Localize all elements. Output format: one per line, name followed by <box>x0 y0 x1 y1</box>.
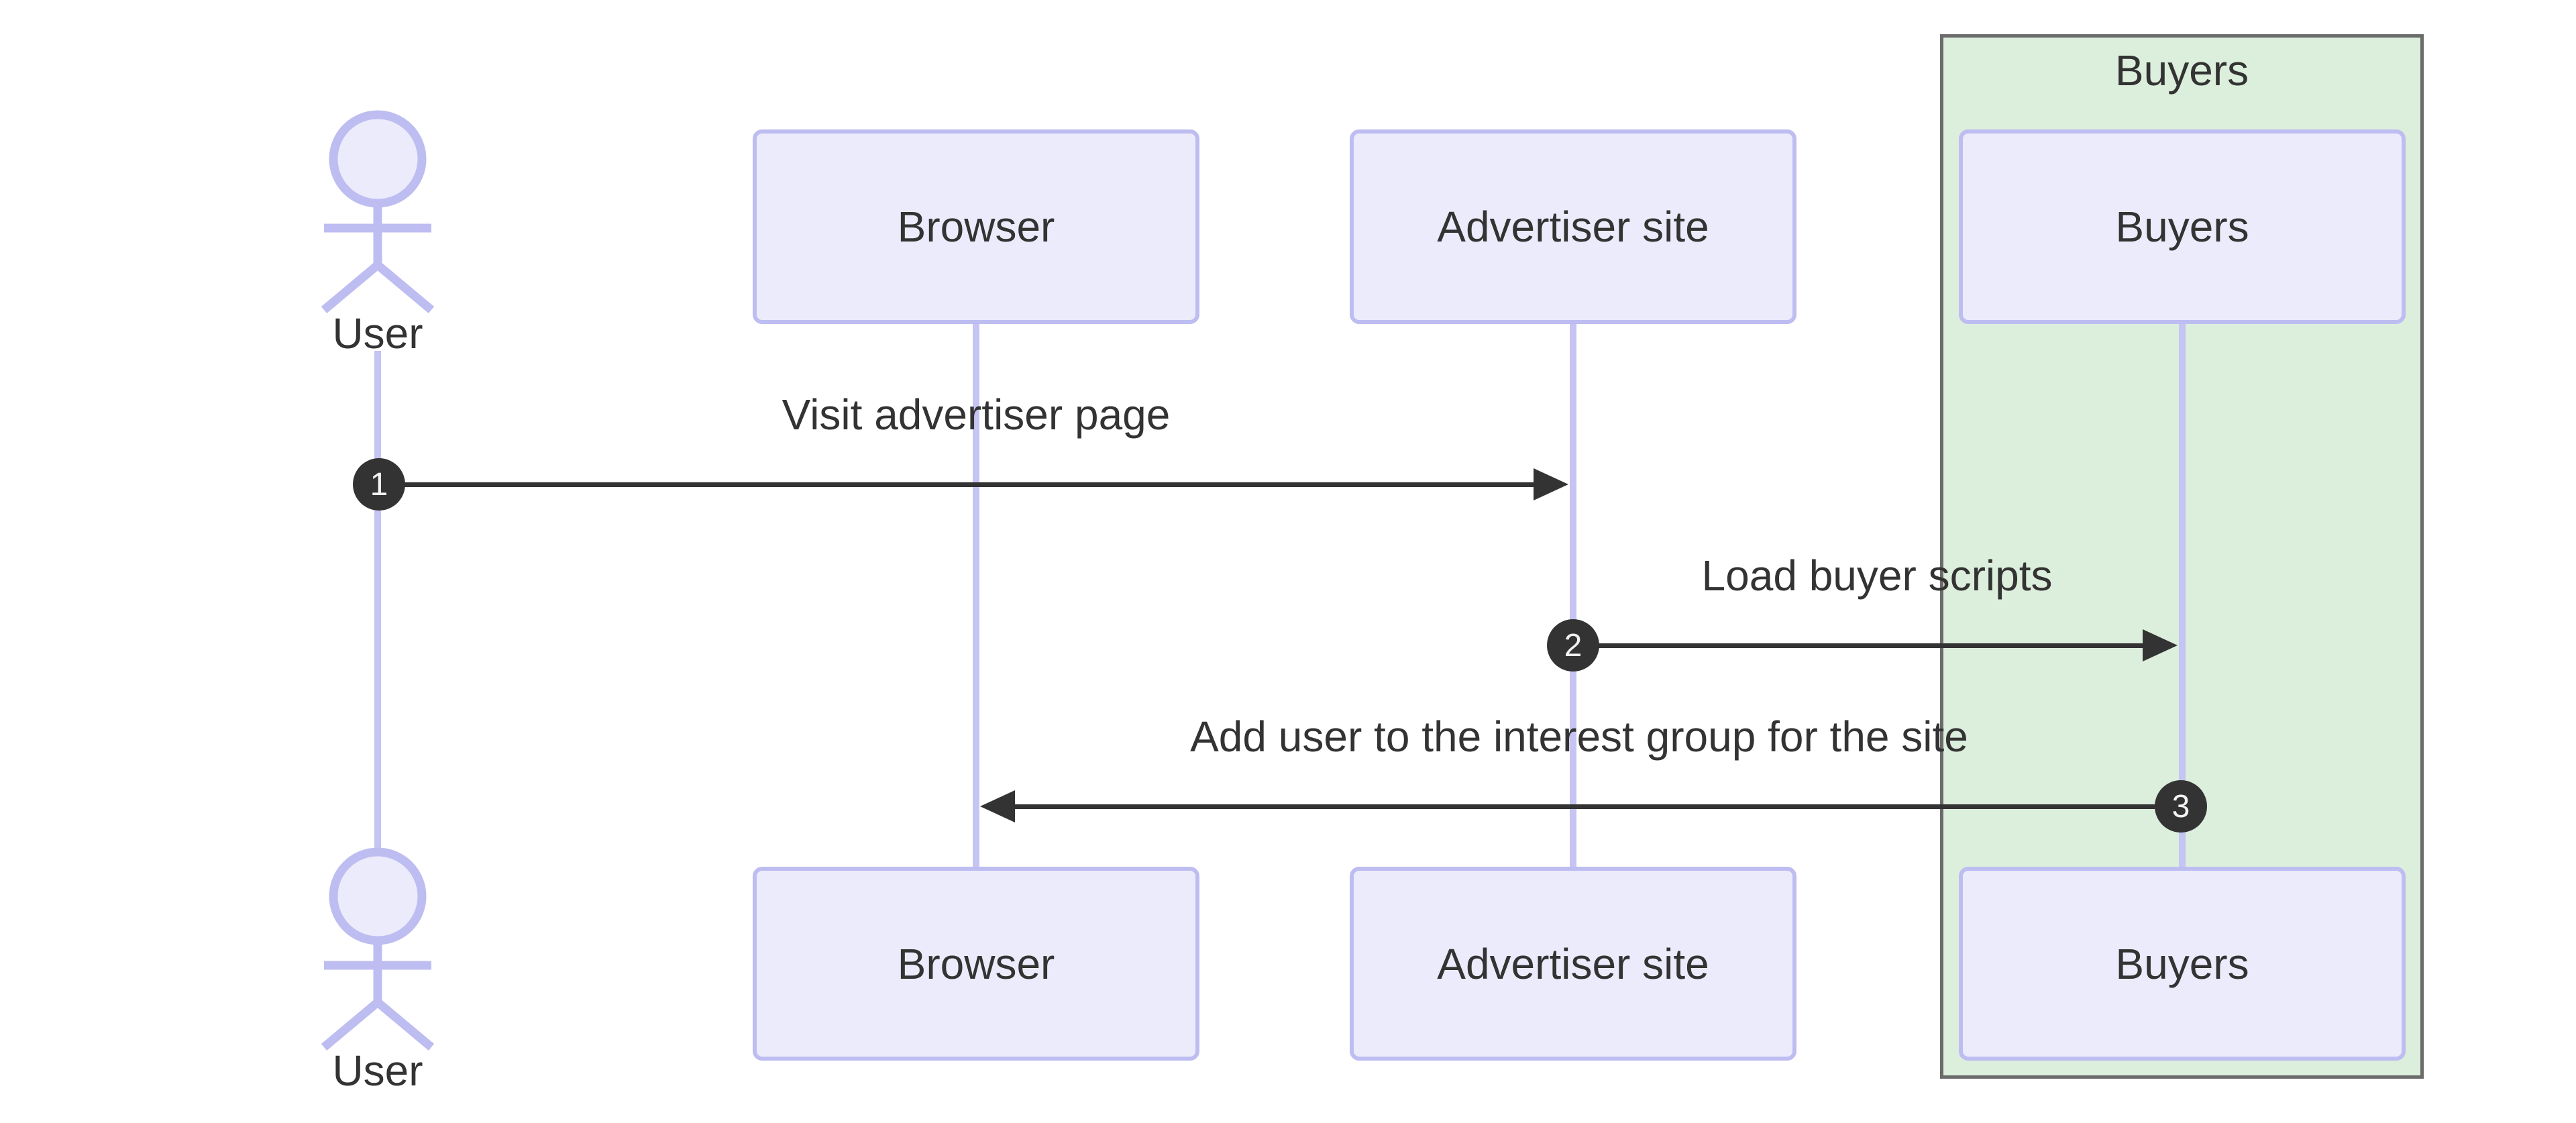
message-3-label: Add user to the interest group for the s… <box>1190 712 1968 761</box>
user-actor-icon <box>321 110 435 313</box>
user-actor-icon <box>321 847 435 1051</box>
participant-buyers-label: Buyers <box>2115 203 2249 251</box>
message-1-seq-badge: 1 <box>353 458 405 511</box>
message-2-label: Load buyer scripts <box>1701 551 2053 600</box>
message-2-arrow-line <box>1573 643 2144 648</box>
participant-advertiser-site-label: Advertiser site <box>1437 939 1709 988</box>
group-buyers-label: Buyers <box>2114 46 2249 95</box>
message-3-seq-number: 3 <box>2171 788 2190 824</box>
actor-user-label-bottom: User <box>332 1047 423 1095</box>
participant-browser-label: Browser <box>897 939 1055 988</box>
participant-browser-bottom: Browser <box>753 867 1199 1061</box>
message-2-seq-number: 2 <box>1564 627 1582 663</box>
lifeline-browser <box>973 324 979 867</box>
lifeline-user <box>374 351 381 853</box>
message-1-seq-number: 1 <box>370 466 388 502</box>
arrowhead-left-icon <box>980 790 1015 822</box>
actor-user-label-top: User <box>332 309 423 358</box>
participant-buyers-top: Buyers <box>1959 129 2406 324</box>
participant-advertiser-site-bottom: Advertiser site <box>1350 867 1796 1061</box>
participant-advertiser-site-label: Advertiser site <box>1437 203 1709 251</box>
arrowhead-right-icon <box>1534 468 1568 500</box>
lifeline-advertiser <box>1570 324 1576 867</box>
message-3-seq-badge: 3 <box>2155 780 2207 833</box>
participant-advertiser-site-top: Advertiser site <box>1350 129 1796 324</box>
participant-buyers-label: Buyers <box>2115 939 2249 988</box>
message-2-seq-badge: 2 <box>1547 619 1599 672</box>
arrowhead-right-icon <box>2143 629 2178 661</box>
participant-browser-top: Browser <box>753 129 1199 324</box>
participant-buyers-bottom: Buyers <box>1959 867 2406 1061</box>
message-3-arrow-line <box>1015 804 2182 809</box>
participant-browser-label: Browser <box>897 203 1055 251</box>
message-1-arrow-line <box>380 482 1535 487</box>
message-1-label: Visit advertiser page <box>782 390 1171 439</box>
lifeline-buyers <box>2179 324 2186 867</box>
